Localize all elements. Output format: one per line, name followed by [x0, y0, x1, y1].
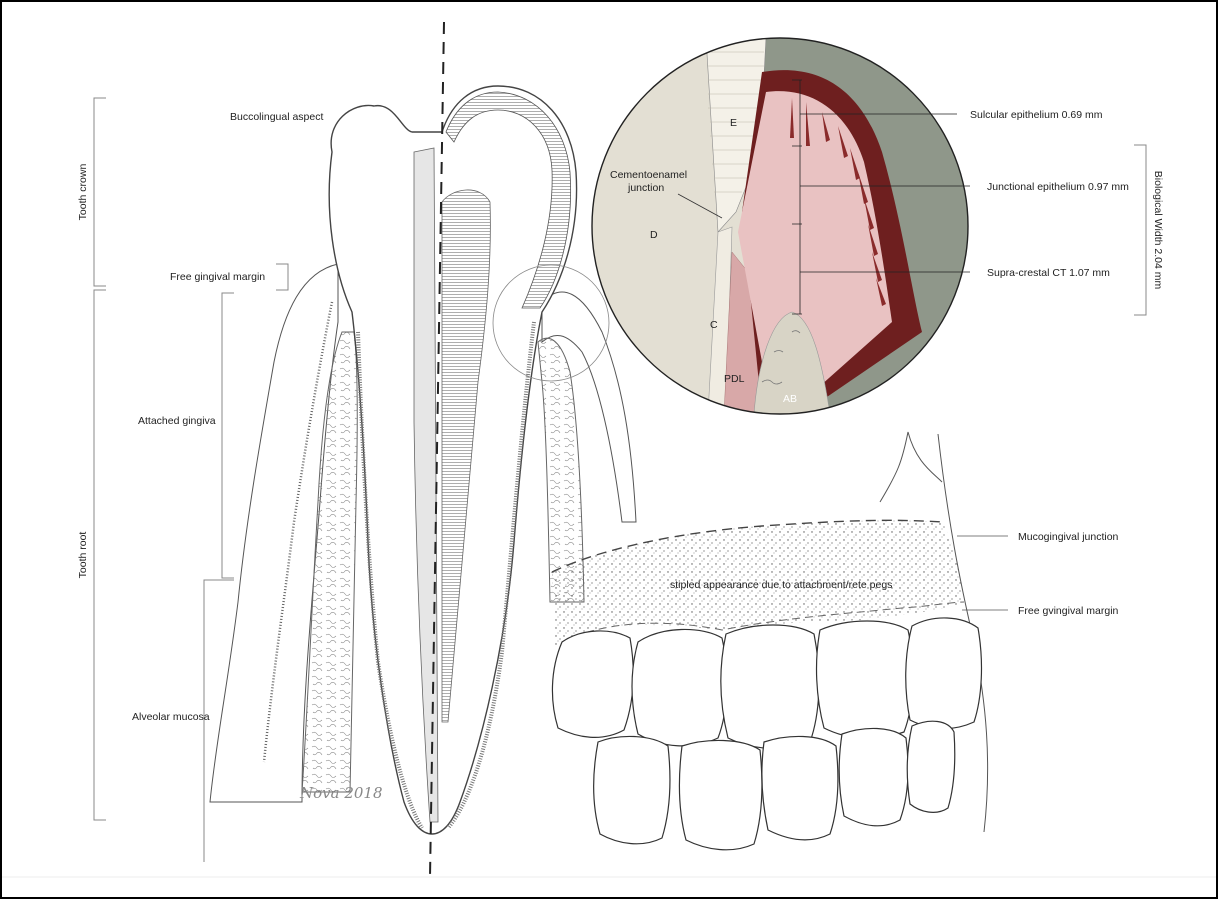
label-biological-width: Biological Width 2.04 mm: [1152, 171, 1164, 290]
label-attached-gingiva: Attached gingiva: [138, 415, 216, 427]
magnified-inset: [592, 38, 982, 418]
label-buccolingual-aspect: Buccolingual aspect: [230, 111, 323, 123]
label-tooth-root: Tooth root: [77, 532, 89, 579]
inset-label-AB: AB: [783, 393, 797, 405]
label-mucogingival-junction: Mucogingival junction: [1018, 531, 1119, 543]
label-tooth-crown: Tooth crown: [77, 164, 89, 221]
inset-label-PDL: PDL: [724, 373, 745, 385]
label-stippled-appearance: stipled appearance due to attachment/ret…: [670, 579, 892, 591]
bracket-free-gingival-margin: [276, 264, 288, 290]
label-cej-line2: junction: [627, 182, 664, 194]
label-junctional-epithelium: Junctional epithelium 0.97 mm: [987, 181, 1129, 193]
label-free-gvingival-margin: Free gvingival margin: [1018, 605, 1119, 617]
inset-label-E: E: [730, 117, 737, 129]
label-alveolar-mucosa: Alveolar mucosa: [132, 711, 210, 723]
inset-label-C: C: [710, 319, 718, 331]
bracket-biological-width: [1134, 145, 1146, 315]
anterior-teeth-illustration: [552, 432, 988, 850]
label-free-gingival-margin: Free gingival margin: [170, 271, 265, 283]
inset-label-D: D: [650, 229, 658, 241]
label-supracrestal-ct: Supra-crestal CT 1.07 mm: [987, 267, 1110, 279]
label-sulcular-epithelium: Sulcular epithelium 0.69 mm: [970, 109, 1103, 121]
bracket-tooth-root: [94, 290, 106, 820]
bracket-attached-gingiva: [222, 293, 234, 578]
artist-signature: Nova 2018: [299, 784, 383, 802]
bracket-tooth-crown: [94, 98, 106, 286]
label-cej-line1: Cementoenamel: [610, 169, 687, 181]
